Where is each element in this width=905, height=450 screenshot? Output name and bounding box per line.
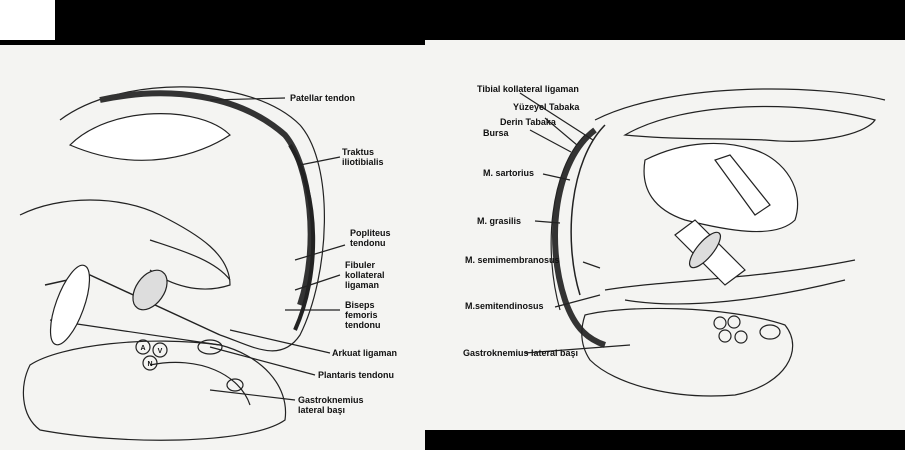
label-grasilis: M. grasilis [477, 216, 522, 226]
label-sartorius: M. sartorius [483, 168, 535, 178]
vessel-circle-1 [713, 316, 727, 330]
label-traktus: Traktus iliotibialis [342, 147, 384, 167]
tibial-plateau [604, 259, 856, 291]
lateral-knee-drawing: A V N [19, 86, 346, 441]
label-semimembranosus: M. semimembranosus [465, 255, 560, 265]
femur-condyle [643, 142, 799, 233]
fibula-head [49, 264, 91, 346]
label-derin-tabaka: Derin Tabaka [500, 117, 556, 127]
medial-knee-drawing [519, 88, 886, 397]
lateral-knee-diagram: A V N Patellar tendon Traktus iliotibial… [0, 45, 425, 450]
fibula-line [49, 319, 221, 346]
capsule-outline [59, 86, 325, 352]
vessel-mark-v: V [158, 348, 163, 355]
tibial-collateral-band [552, 127, 607, 348]
label-arkuat: Arkuat ligaman [332, 348, 398, 358]
label-gastroknemius: Gastroknemius lateral başı [298, 395, 364, 415]
medial-knee-diagram: Tibial kollateral ligaman Yüzeyel Tabaka… [425, 40, 905, 430]
label-tibial-kollateral: Tibial kollateral ligaman [477, 84, 579, 94]
iliotibial-band [288, 143, 316, 331]
label-fibuler: Fibuler kollateral ligaman [345, 260, 385, 290]
vein-circle [152, 342, 168, 358]
plantaris-ellipse [197, 339, 223, 355]
label-yuzeyel-tabaka: Yüzeyel Tabaka [513, 102, 580, 112]
label-semitendinosus: M.semitendinosus [465, 301, 544, 311]
vessel-mark-a: A [140, 345, 145, 352]
vessel-mark-n: N [147, 361, 152, 368]
femur-condyle [19, 199, 231, 290]
patella-top [594, 88, 886, 121]
gastrocnemius-head [22, 340, 287, 441]
vessel-circle-4 [734, 330, 748, 344]
popliteus-end [132, 269, 168, 311]
label-plantaris: Plantaris tendonu [318, 370, 395, 380]
patella [623, 105, 876, 142]
label-biseps: Biseps femoris tendonu [345, 300, 381, 330]
tibia-shaft [44, 274, 221, 336]
label-patellar-tendon: Patellar tendon [290, 93, 356, 103]
nerve-circle [142, 355, 158, 371]
label-gastroknemius-right: Gastroknemius lateral başı [463, 348, 579, 358]
vessel-circle-2 [727, 315, 741, 329]
patella [68, 113, 231, 161]
artery-circle [135, 339, 151, 355]
label-popliteus: Popliteus tendonu [350, 228, 391, 248]
label-bursa: Bursa [483, 128, 509, 138]
gastrocnemius-head [581, 307, 794, 397]
corner-box [0, 0, 55, 40]
vessel-circle-3 [718, 329, 732, 343]
patellar-band [99, 90, 314, 306]
